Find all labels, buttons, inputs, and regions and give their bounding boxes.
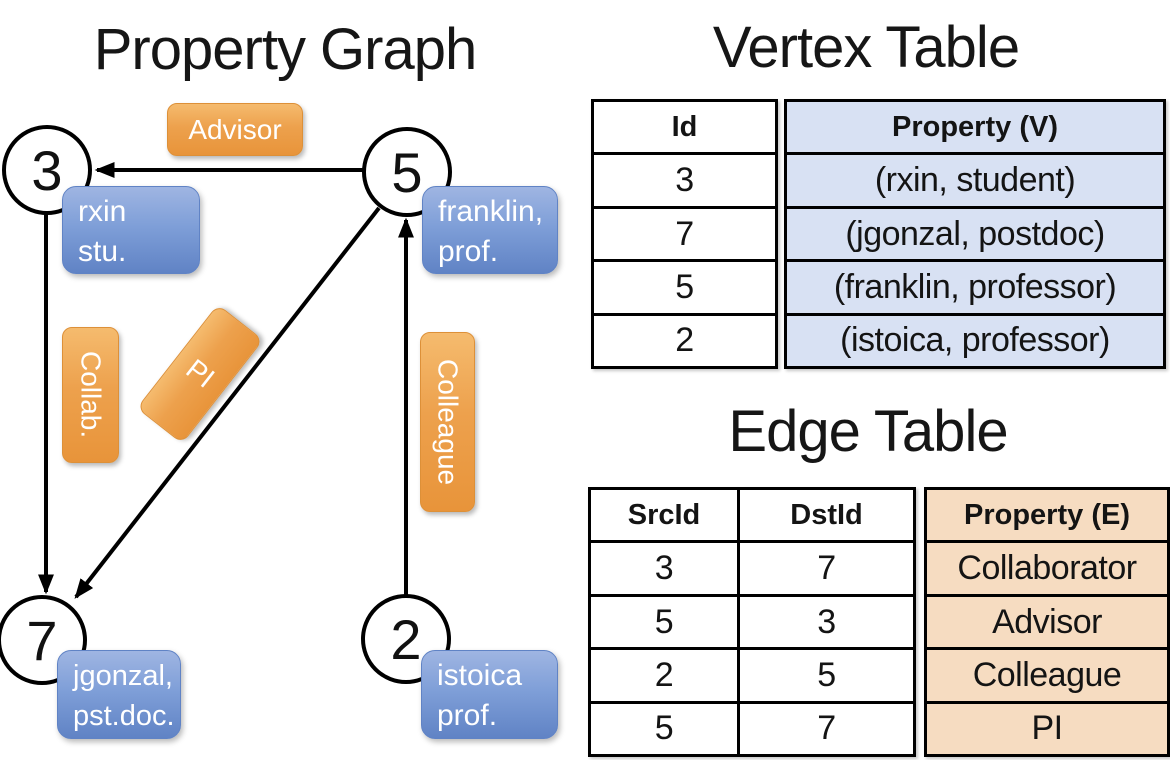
vertex-property-box-jgonzal: jgonzal, pst.doc. [57,650,181,739]
node-id-label: 7 [26,608,58,672]
edge-table-header-property: Property (E) [964,498,1130,531]
edge-label-text: Collab. [75,351,107,439]
vertex-table-id-column: Id 3 7 5 2 [591,99,778,369]
vertex-table-title: Vertex Table [712,15,1020,80]
edge-table-srcid-cell: 2 [591,647,737,700]
vertex-table-id-cell: 7 [594,205,775,259]
vertex-property-box-rxin: rxin stu. [62,186,200,274]
vertex-property-line: istoica [437,659,523,692]
vertex-table-id-cell: 2 [594,312,775,366]
vertex-property-line: stu. [78,235,127,268]
edge-label-text: Advisor [188,113,282,145]
edge-label-colleague: Colleague [420,332,475,512]
edge-table-srcid-cell: 3 [591,540,737,593]
edge-table-property-cell: Collaborator [927,540,1167,593]
edge-label-pi: PI [136,304,264,444]
node-id-label: 5 [391,140,423,204]
vertex-property-line: pst.doc. [73,700,175,732]
vertex-property-line: jgonzal, [73,660,173,692]
edge-table-dstid-cell: 7 [740,540,913,593]
edge-table-header-srcid: SrcId [627,498,701,531]
vertex-table-header-id: Id [671,110,698,143]
vertex-property-line: prof. [437,699,498,732]
edge-table-title: Edge Table [728,399,1008,464]
vertex-table-property-cell: (rxin, student) [787,152,1163,205]
graph-node-3: 3 [2,125,92,215]
edge-label-collab: Collab. [62,327,119,463]
edge-table-property-cell: Colleague [927,647,1167,700]
vertex-table-property-cell: (jgonzal, postdoc) [787,205,1163,259]
edge-table-header-dstid: DstId [790,498,863,531]
node-id-label: 2 [390,607,422,671]
edge-table-srcid-cell: 5 [591,700,737,754]
edge-table-srcid-cell: 5 [591,593,737,647]
edge-label-advisor: Advisor [167,103,303,156]
vertex-table-property-cell: (franklin, professor) [787,259,1163,312]
vertex-table-property-cell: (istoica, professor) [787,312,1163,366]
edge-table-dstid-cell: 3 [740,593,913,647]
edge-table-dstid-column: DstId 7 3 5 7 [740,487,916,757]
vertex-table-id-cell: 5 [594,259,775,312]
vertex-property-line: prof. [438,235,499,268]
vertex-property-line: franklin, [438,195,544,228]
edge-table-property-cell: PI [927,700,1167,754]
edge-table-property-column: Property (E) Collaborator Advisor Collea… [924,487,1170,757]
vertex-table-property-column: Property (V) (rxin, student) (jgonzal, p… [784,99,1166,369]
vertex-table-header-property: Property (V) [892,110,1058,143]
edge-table-dstid-cell: 7 [740,700,913,754]
vertex-table-id-cell: 3 [594,152,775,205]
edge-label-text: PI [180,353,221,394]
edge-label-text: Colleague [432,358,464,486]
edge-table-property-cell: Advisor [927,593,1167,647]
vertex-property-line: rxin [78,195,127,228]
graph-node-5: 5 [362,127,452,217]
vertex-property-box-franklin: franklin, prof. [422,186,558,274]
edge-table-srcid-column: SrcId 3 5 2 5 [588,487,740,757]
node-id-label: 3 [31,138,63,202]
vertex-property-box-istoica: istoica prof. [421,650,558,739]
property-graph-title: Property Graph [93,17,478,82]
edge-table-dstid-cell: 5 [740,647,913,700]
